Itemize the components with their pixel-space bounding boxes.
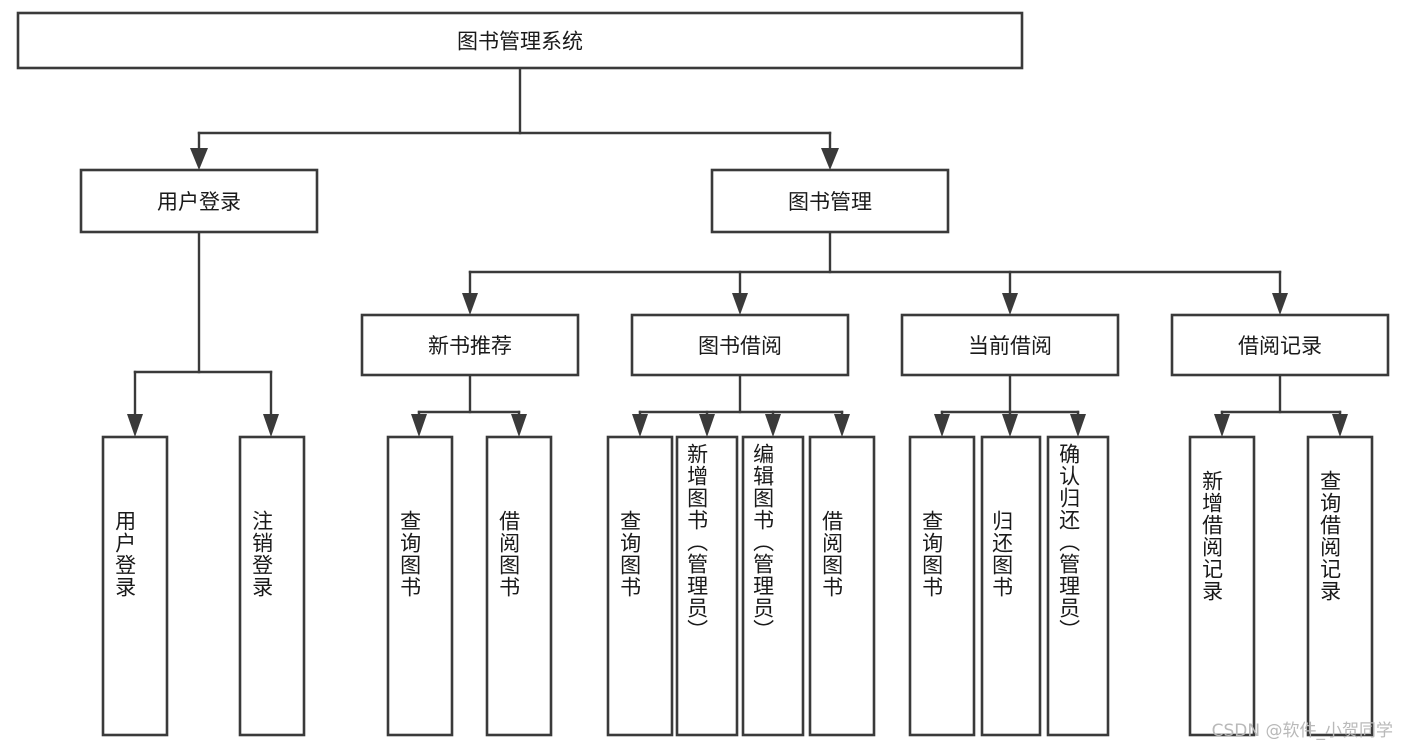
- node-user-login[interactable]: 用户登录: [79, 168, 319, 234]
- node-borrow-record[interactable]: 借阅记录: [1170, 313, 1390, 377]
- arrow-head-leaf-bb-3: [834, 414, 850, 437]
- arrow-head-borrow-record: [1272, 293, 1288, 315]
- leaf-box-bb-2[interactable]: [741, 435, 805, 737]
- connector-layer: [127, 66, 1348, 437]
- arrow-head-user-login: [190, 148, 208, 170]
- arrow-head-leaf-cb-2: [1070, 414, 1086, 437]
- node-new-book-recommend-box[interactable]: [360, 313, 580, 377]
- node-book-borrow[interactable]: 图书借阅: [630, 313, 850, 377]
- arrow-head-leaf-br-1: [1332, 414, 1348, 437]
- leaf-box-bb-3[interactable]: [808, 435, 876, 737]
- leaf-box-bb-1[interactable]: [675, 435, 739, 737]
- arrow-head-leaf-bb-2: [765, 414, 781, 437]
- node-book-management-label: 图书管理: [788, 190, 872, 214]
- node-new-book-recommend-label: 新书推荐: [428, 334, 512, 358]
- node-book-management-box[interactable]: [710, 168, 950, 234]
- node-new-book-recommend[interactable]: 新书推荐: [360, 313, 580, 377]
- arrow-head-leaf-bb-0: [632, 414, 648, 437]
- node-user-login-box[interactable]: [79, 168, 319, 234]
- arrow-head-leaf-cb-0: [934, 414, 950, 437]
- node-root-box[interactable]: [16, 11, 1024, 70]
- node-borrow-record-box[interactable]: [1170, 313, 1390, 377]
- node-book-borrow-box[interactable]: [630, 313, 850, 377]
- node-book-management[interactable]: 图书管理: [710, 168, 950, 234]
- node-book-borrow-label: 图书借阅: [698, 334, 782, 358]
- leaf-box-user-login-1[interactable]: [238, 435, 306, 737]
- node-current-borrow[interactable]: 当前借阅: [900, 313, 1120, 377]
- node-root[interactable]: 图书管理系统: [16, 11, 1024, 70]
- arrow-head-leaf-cb-1: [1002, 414, 1018, 437]
- arrow-head-leaf-nbr-0: [411, 414, 427, 437]
- leaf-box-cb-1[interactable]: [980, 435, 1042, 737]
- node-borrow-record-label: 借阅记录: [1238, 334, 1322, 358]
- watermark-text: CSDN @软件_小贺同学: [1211, 721, 1393, 741]
- leaf-box-cb-2[interactable]: [1046, 435, 1110, 737]
- leaf-box-bb-0[interactable]: [606, 435, 674, 737]
- node-root-label: 图书管理系统: [457, 30, 583, 54]
- arrow-head-book-borrow: [732, 293, 748, 315]
- node-current-borrow-label: 当前借阅: [968, 334, 1052, 358]
- arrow-head-new-book: [462, 293, 478, 315]
- leaf-box-user-login-0[interactable]: [101, 435, 169, 737]
- node-current-borrow-box[interactable]: [900, 313, 1120, 377]
- node-user-login-label: 用户登录: [157, 190, 241, 214]
- arrow-head-book-mgmt: [821, 148, 839, 170]
- leaf-box-br-1[interactable]: [1306, 435, 1374, 737]
- arrow-head-leaf-nbr-1: [511, 414, 527, 437]
- leaf-box-nbr-0[interactable]: [386, 435, 454, 737]
- arrow-head-leaf-br-0: [1214, 414, 1230, 437]
- leaf-box-cb-0[interactable]: [908, 435, 976, 737]
- leaf-box-br-0[interactable]: [1188, 435, 1256, 737]
- arrow-head-leaf-user-login-1: [263, 414, 279, 437]
- arrow-head-leaf-bb-1: [699, 414, 715, 437]
- arrow-head-current-borrow: [1002, 293, 1018, 315]
- arrow-head-leaf-user-login-0: [127, 414, 143, 437]
- leaf-box-nbr-1[interactable]: [485, 435, 553, 737]
